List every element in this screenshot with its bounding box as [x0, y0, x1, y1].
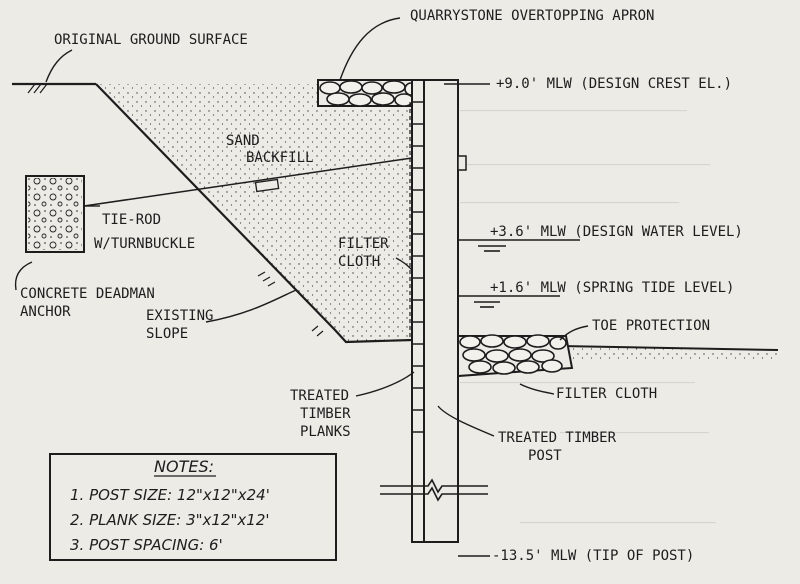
spring-tide-level-label: +1.6' MLW (SPRING TIDE LEVEL)	[490, 280, 734, 296]
filter-cloth-upper-label-line2: CLOTH	[338, 254, 380, 270]
filter-cloth-upper-label-line1: FILTER	[338, 236, 389, 252]
toe-protection	[457, 334, 574, 378]
sand-backfill-area	[96, 84, 412, 342]
timber-wall	[380, 79, 488, 543]
concrete-deadman-label-line1: CONCRETE DEADMAN	[20, 286, 155, 302]
quarrystone-label: QUARRYSTONE OVERTOPPING APRON	[410, 8, 654, 24]
timber-planks-label-line3: PLANKS	[300, 424, 351, 440]
original-ground-label: ORIGINAL GROUND SURFACE	[54, 32, 248, 48]
existing-slope-label-line2: SLOPE	[146, 326, 188, 342]
svg-text:_________________________: _________________________	[520, 509, 716, 524]
svg-text:____________________________: ____________________________	[460, 189, 679, 204]
sand-backfill-label-line2: BACKFILL	[246, 150, 313, 166]
existing-slope-line	[95, 83, 413, 344]
timber-planks-label-line1: TREATED	[290, 388, 349, 404]
water-level-markers	[458, 239, 580, 308]
background-page-text: _____________________________ __________…	[460, 97, 716, 524]
note-item-2: 2. PLANK SIZE: 3"x12"x12'	[70, 511, 269, 529]
tie-rod	[83, 157, 413, 207]
timber-post-label-line2: POST	[528, 448, 562, 464]
design-water-level-label: +3.6' MLW (DESIGN WATER LEVEL)	[490, 224, 743, 240]
svg-text:______________________________: ________________________________	[460, 151, 711, 166]
existing-slope-label-line1: EXISTING	[146, 308, 213, 324]
tie-rod-label-line1: TIE-ROD	[102, 212, 161, 228]
design-crest-label: +9.0' MLW (DESIGN CREST EL.)	[496, 76, 732, 92]
timber-post-label-line1: TREATED TIMBER	[498, 430, 617, 446]
seabed-line	[559, 345, 779, 351]
slope-hatching	[27, 83, 324, 337]
quarrystone-apron	[317, 79, 419, 107]
notes-box: NOTES: 1. POST SIZE: 12"x12"x24' 2. PLAN…	[49, 453, 337, 561]
timber-planks-label-line2: TIMBER	[300, 406, 351, 422]
tip-of-post-label: -13.5' MLW (TIP OF POST)	[492, 548, 694, 564]
sand-backfill-label-line1: SAND	[226, 133, 260, 149]
turnbuckle	[254, 178, 280, 193]
filter-cloth-lower-label: FILTER CLOTH	[556, 386, 657, 402]
tie-rod-label-line2: W/TURNBUCKLE	[94, 236, 195, 252]
note-item-3: 3. POST SPACING: 6'	[70, 536, 223, 554]
notes-title: NOTES:	[154, 457, 214, 476]
note-item-1: 1. POST SIZE: 12"x12"x24'	[70, 486, 270, 504]
svg-text:_____________________________: _____________________________	[460, 97, 687, 112]
concrete-deadman-label-line2: ANCHOR	[20, 304, 71, 320]
leader-lines	[14, 17, 589, 557]
toe-protection-label: TOE PROTECTION	[592, 318, 710, 334]
svg-text:___________________: ___________________	[560, 419, 709, 434]
svg-text:______________________________: ______________________________	[460, 369, 695, 384]
